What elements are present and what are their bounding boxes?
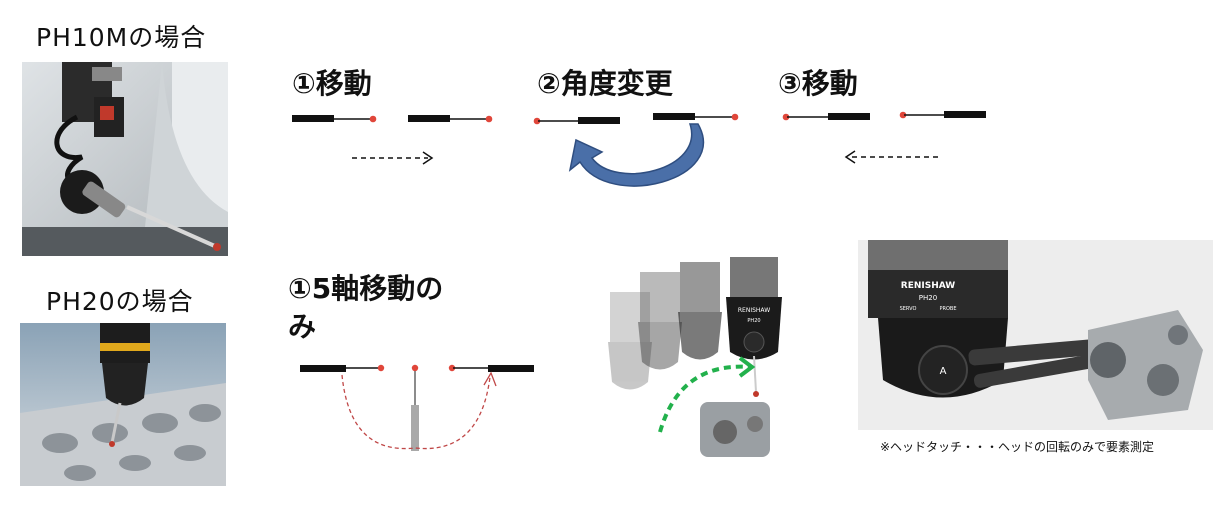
ph20-diagram (290, 355, 560, 460)
axis-label: A (940, 366, 947, 377)
model-label-small: PH20 (747, 318, 760, 324)
probe-5axis-right (448, 364, 534, 372)
probe-step2-flipped (533, 117, 620, 125)
step-move-3: ③移動 (778, 67, 858, 100)
probe-step2-original (653, 113, 739, 121)
head-touch-caption: ※ヘッドタッチ・・・ヘッドの回転のみで要素測定 (880, 440, 1155, 454)
motion-path-icon (658, 364, 751, 433)
ph20-title: PH20の場合 (46, 287, 194, 316)
probe-step1-start (292, 115, 377, 123)
step-5axis-line2: み (288, 310, 317, 343)
ph20-head: RENISHAW PH20 (726, 257, 782, 397)
ph20-photo (20, 323, 226, 486)
step-5axis-line1: ①5軸移動の (288, 272, 444, 305)
probe-step3-end (899, 111, 986, 119)
servo-label: SERVO (900, 306, 917, 312)
step-angle-change: ②角度変更 (537, 67, 673, 100)
probe-step1-end (408, 115, 493, 123)
rotation-arrow-icon (568, 123, 705, 187)
step-5axis-move: ①5軸移動の み (288, 270, 443, 346)
brand-label: RENISHAW (901, 281, 956, 291)
brand-label-small: RENISHAW (738, 307, 770, 314)
probe-step3-start (782, 113, 870, 121)
probe-5axis-vertical (411, 364, 419, 451)
ph10m-title: PH10Mの場合 (36, 23, 207, 52)
arrow-left-dashed (844, 150, 938, 164)
ph20-motion-photo: RENISHAW PH20 (600, 252, 800, 472)
arrow-right-dashed (352, 151, 434, 165)
ph10m-photo (22, 62, 228, 256)
probe-label: PROBE (939, 306, 956, 312)
ph10m-diagram (280, 100, 1000, 210)
model-label: PH20 (919, 294, 937, 302)
probe-5axis-left (300, 364, 385, 372)
head-touch-photo: RENISHAW PH20 SERVO PROBE A (858, 240, 1213, 430)
step-move-1: ①移動 (292, 67, 372, 100)
